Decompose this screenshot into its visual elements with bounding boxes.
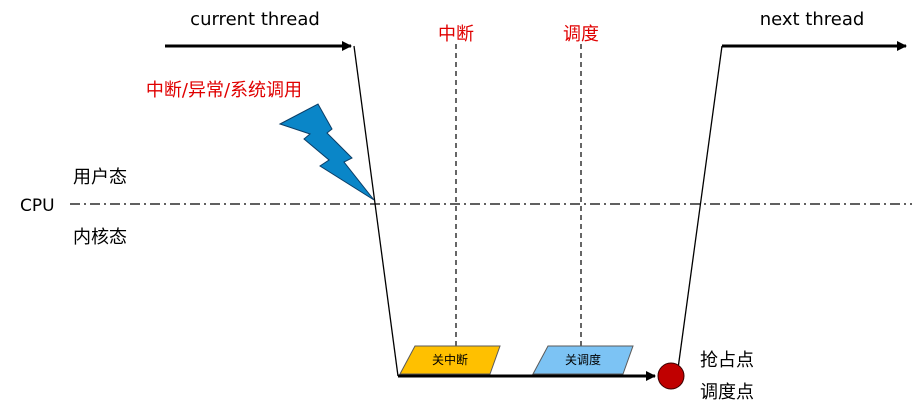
lightning-bolt-icon [278, 103, 375, 201]
disable-schedule-label: 关调度 [565, 352, 601, 367]
red-dot-icon [657, 362, 685, 390]
disable-interrupt-label: 关中断 [432, 352, 468, 367]
disable-interrupt-box [399, 345, 501, 375]
kernel-mode-label: 内核态 [73, 227, 127, 248]
enter-kernel-line [353, 45, 399, 377]
preempt-point-label: 抢占点 [700, 350, 754, 371]
user-mode-label: 用户态 [73, 167, 127, 188]
interrupt-top-label: 中断 [438, 24, 474, 45]
disable-schedule-box [532, 345, 634, 375]
trigger-label: 中断/异常/系统调用 [146, 80, 302, 101]
return-user-line [676, 45, 723, 377]
next-thread-label: next thread [760, 9, 865, 30]
schedule-point-label: 调度点 [700, 382, 754, 403]
schedule-top-label: 调度 [563, 24, 599, 45]
cpu-label: CPU [20, 196, 55, 216]
current-thread-label: current thread [190, 9, 320, 30]
